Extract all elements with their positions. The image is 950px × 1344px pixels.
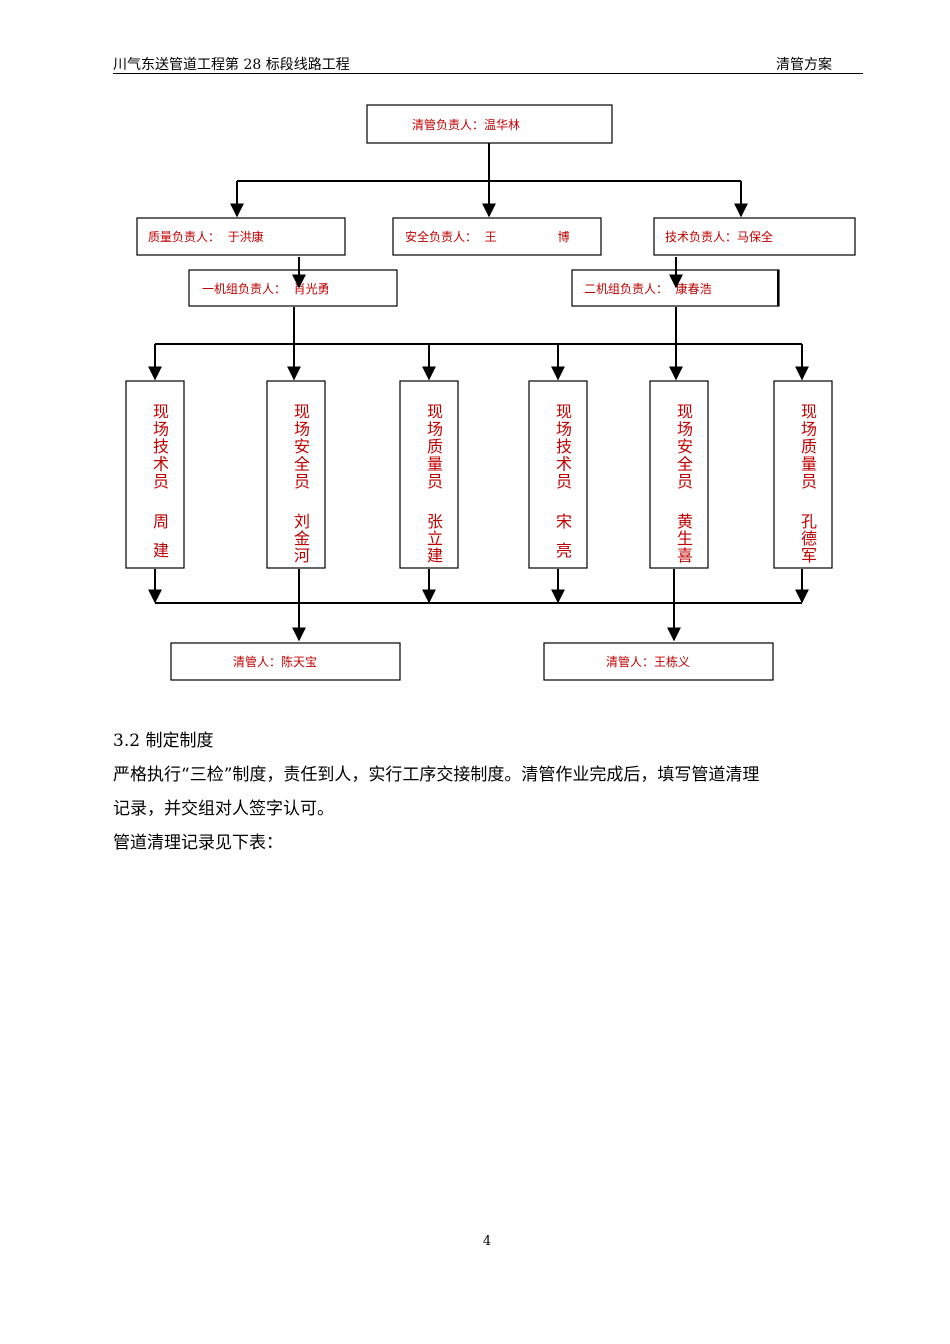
page-number: 4 [482,1234,492,1249]
technical-manager-label: 技术负责人：马保全 [665,229,773,244]
header-project-title: 川气东送管道工程第 28 标段线路工程 [113,57,350,73]
staff-name-label: 孔德军 [801,512,817,565]
crew1-leader-label: 一机组负责人： 肖光勇 [202,282,330,296]
staff-name-label: 刘金河 [294,512,310,565]
section-title: 3.2 制定制度 [113,731,214,751]
quality-manager-box [136,217,346,256]
paragraph-line: 严格执行“三检”制度，责任到人，实行工序交接制度。清管作业完成后，填写管道清理 [113,765,760,785]
header-rule [113,73,863,74]
header-document-title: 清管方案 [776,57,832,73]
staff-box [649,380,709,569]
staff-role-label: 现场安全员 [677,402,693,491]
org-chart: 清管负责人：温华林 质量负责人： 于洪康 安全负责人： 王 博 技术负责人：马保… [125,104,856,681]
staff-box [125,380,185,569]
leader-box [366,104,613,144]
staff-role-label: 现场质量员 [427,402,443,491]
staff-role-label: 现场质量员 [801,402,817,491]
leader-label: 清管负责人：温华林 [412,117,520,132]
cleaner1-box [170,642,401,681]
safety-manager-label: 安全负责人： 王 博 [405,229,570,244]
technical-manager-box [653,217,856,256]
staff-name-label: 黄生喜 [677,512,693,565]
staff-box [266,380,326,569]
staff-box [528,380,588,569]
paragraph-line: 记录，并交组对人签字认可。 [113,799,334,819]
staff-role-label: 现场技术员 [153,402,169,491]
crew2-leader-label: 二机组负责人： 康春浩 [584,281,712,296]
paragraph-line: 管道清理记录见下表： [113,833,283,853]
staff-role-label: 现场技术员 [556,402,572,491]
staff-box [773,380,833,569]
cleaner2-label: 清管人：王栋义 [606,654,690,669]
staff-box [399,380,459,569]
staff-name-label: 张立建 [427,512,443,565]
cleaner2-box [543,642,774,681]
safety-manager-box [392,217,602,256]
cleaner1-label: 清管人：陈天宝 [233,654,317,669]
staff-name-label: 周建 [153,512,169,560]
staff-role-label: 现场安全员 [294,402,310,491]
quality-manager-label: 质量负责人： 于洪康 [148,229,264,244]
connector-lines [148,143,809,642]
staff-name-label: 宋亮 [556,512,572,560]
